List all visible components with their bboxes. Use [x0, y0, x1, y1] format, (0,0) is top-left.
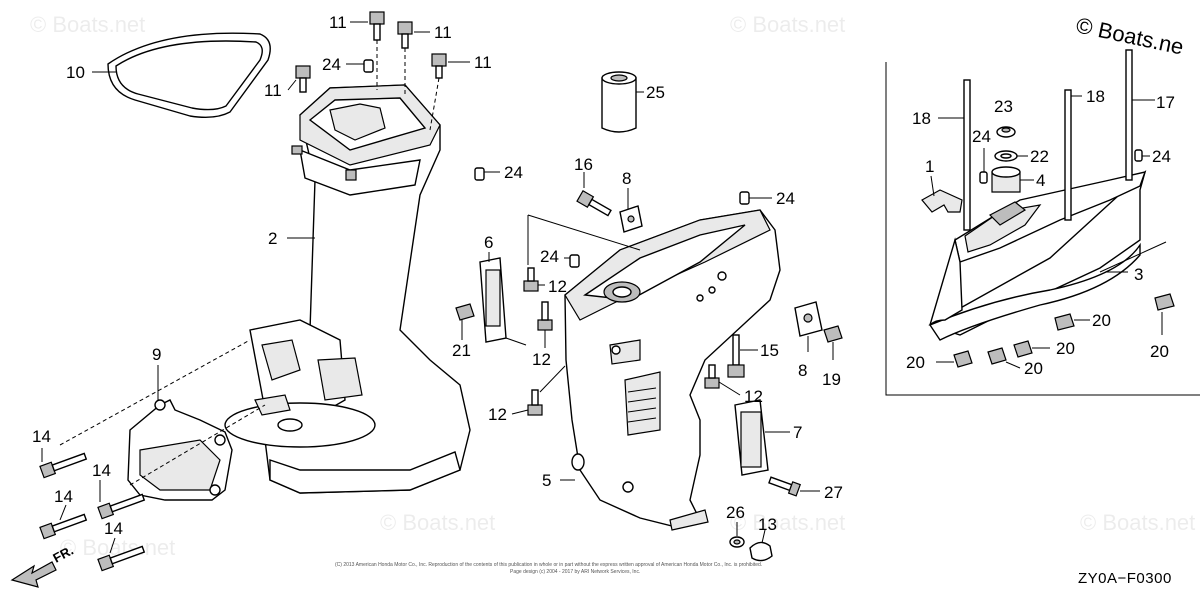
callout-24: 24 [322, 55, 341, 74]
callout-24: 24 [972, 127, 991, 146]
callout-27: 27 [824, 483, 843, 502]
front-arrow: FR. [10, 543, 76, 588]
watermark: © Boats.net [730, 12, 845, 37]
bracket-1 [921, 175, 963, 213]
gear-case-5 [527, 209, 781, 531]
callout-24: 24 [504, 163, 523, 182]
copyright-line-2: Page design (c) 2004 - 2017 by ARI Netwo… [510, 569, 640, 575]
callout-19: 19 [822, 370, 841, 389]
callout-24: 24 [540, 247, 559, 266]
plate-8-right [794, 301, 823, 352]
callout-20: 20 [1150, 342, 1169, 361]
watermark: © Boats.net [730, 510, 845, 535]
callout-20: 20 [1024, 359, 1043, 378]
callout-25: 25 [646, 83, 665, 102]
callout-12: 12 [488, 405, 507, 424]
cap-13 [749, 529, 773, 562]
dowels-24 [346, 59, 772, 268]
callout-11: 11 [434, 23, 452, 42]
callout-3: 3 [1134, 265, 1143, 284]
callout-1: 1 [925, 157, 934, 176]
callout-11: 11 [264, 81, 282, 100]
nut-21 [455, 303, 475, 340]
callout-14: 14 [92, 461, 111, 480]
callout-18: 18 [1086, 87, 1105, 106]
plate-8 [619, 188, 643, 233]
watermark: © Boats.net [1080, 510, 1195, 535]
callout-26: 26 [726, 503, 745, 522]
diagram-code: ZY0A−F0300 [1078, 570, 1172, 587]
callout-7: 7 [793, 423, 802, 442]
washer-26 [729, 522, 745, 548]
callout-18: 18 [912, 109, 931, 128]
callout-15: 15 [760, 341, 779, 360]
inset-frame [885, 62, 1200, 396]
callout-17: 17 [1156, 93, 1175, 112]
callout-11: 11 [474, 53, 492, 72]
screw-27 [768, 476, 820, 497]
washer-22 [994, 150, 1028, 162]
grille-7 [734, 399, 790, 476]
callout-6: 6 [484, 233, 493, 252]
bolt-16 [576, 172, 612, 217]
cap-23 [996, 126, 1016, 138]
gasket-10 [92, 32, 271, 119]
under-cover-3 [928, 169, 1167, 341]
callout-22: 22 [1030, 147, 1049, 166]
callout-14: 14 [54, 487, 73, 506]
callout-12: 12 [548, 277, 567, 296]
bearing-4 [991, 166, 1034, 193]
bolt-15 [727, 334, 758, 378]
callout-16: 16 [574, 155, 593, 174]
callout-4: 4 [1036, 171, 1045, 190]
callout-9: 9 [152, 345, 161, 364]
callout-24: 24 [776, 189, 795, 208]
callout-5: 5 [542, 471, 551, 490]
callout-8: 8 [622, 169, 631, 188]
bushing-25 [601, 71, 644, 133]
callout-10: 10 [66, 63, 85, 82]
callout-20: 20 [906, 353, 925, 372]
callout-20: 20 [1056, 339, 1075, 358]
watermark: © Boats.net [30, 12, 145, 37]
dowels-24-inset [979, 148, 1150, 184]
copyright-line-1: (C) 2013 American Honda Motor Co., Inc. … [335, 562, 762, 568]
callout-8: 8 [798, 361, 807, 380]
bolts-11 [287, 11, 470, 131]
watermark: © Boats.net [380, 510, 495, 535]
seal-9 [59, 339, 266, 501]
bolts-14 [39, 448, 146, 572]
callout-12: 12 [744, 387, 763, 406]
studs-18-17 [938, 49, 1155, 231]
callout-14: 14 [32, 427, 51, 446]
bolts-12 [511, 267, 741, 416]
extension-case-2 [224, 84, 471, 494]
nut-19 [823, 325, 843, 360]
grille-6 [479, 252, 527, 346]
callout-2: 2 [268, 229, 277, 248]
callout-13: 13 [758, 515, 777, 534]
callout-24: 24 [1152, 147, 1171, 166]
callout-20: 20 [1092, 311, 1111, 330]
callouts: 10 11 11 11 11 24 24 2 9 14 14 14 14 25 … [32, 13, 1175, 538]
callout-23: 23 [994, 97, 1013, 116]
callout-12: 12 [532, 350, 551, 369]
callout-14: 14 [104, 519, 123, 538]
callout-21: 21 [452, 341, 471, 360]
nuts-20 [936, 293, 1175, 369]
callout-11: 11 [329, 13, 347, 32]
